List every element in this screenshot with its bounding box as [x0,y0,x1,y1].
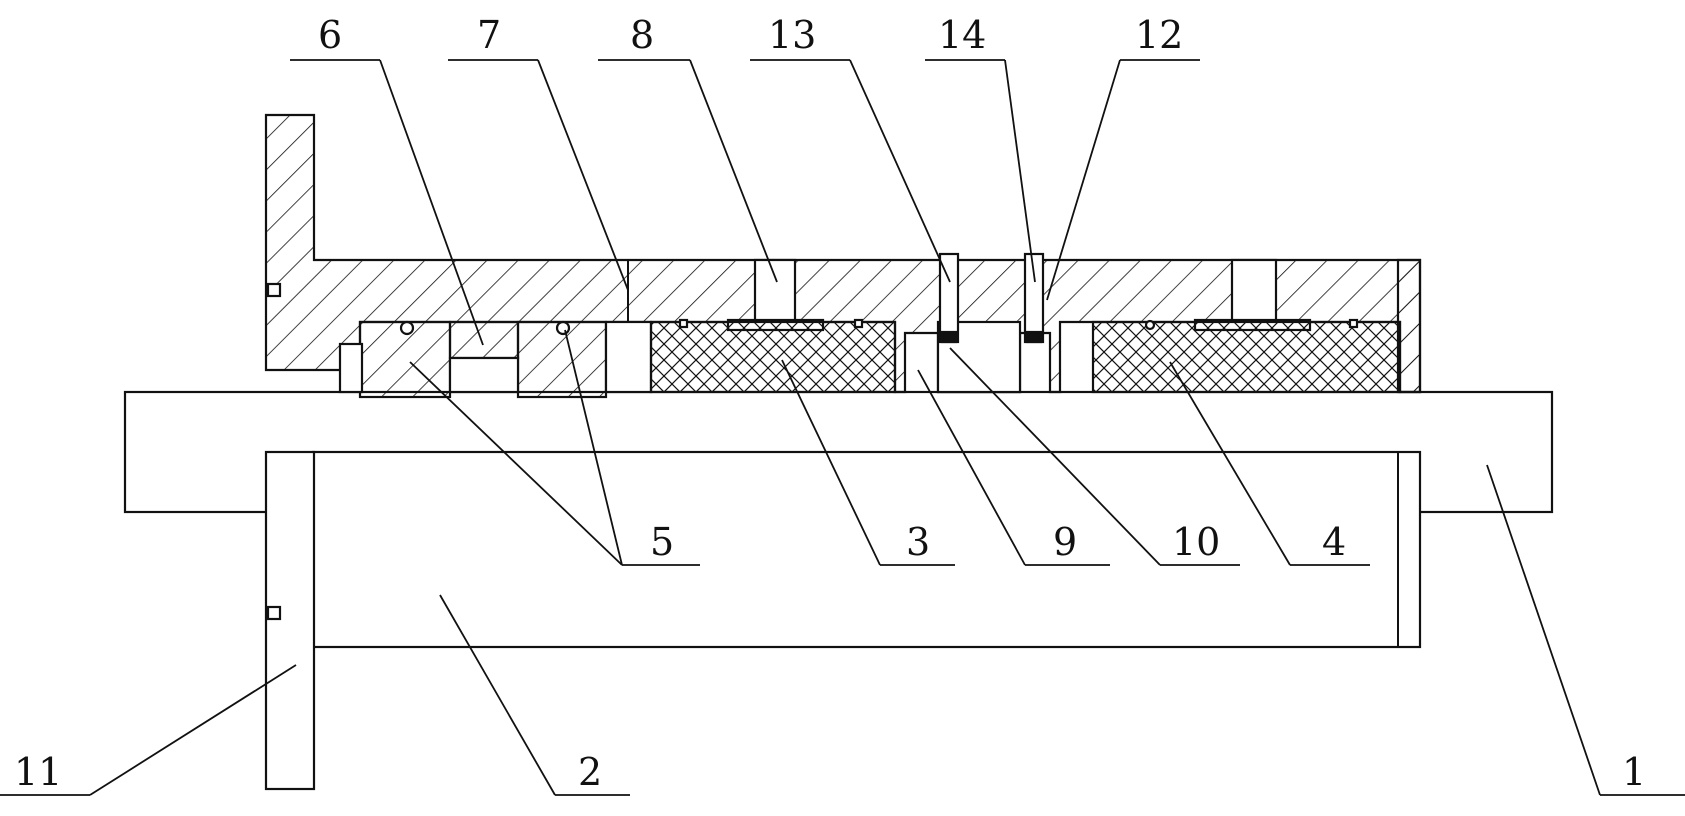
callout-5: 5 [650,520,674,564]
port-8 [755,260,795,322]
left-bracket [266,452,314,789]
callout-6: 6 [318,13,342,57]
bracket-hole [268,607,280,619]
callout-10: 10 [1172,520,1220,564]
callout-4: 4 [1322,520,1346,564]
callout-11: 11 [14,750,62,794]
housing-hole [268,284,280,296]
port-right [1232,260,1276,322]
callout-13: 13 [768,13,816,57]
callout-8: 8 [630,13,654,57]
insert-4 [1093,322,1400,392]
callout-2: 2 [578,750,602,794]
pin-14 [1025,254,1043,342]
lower-body [313,452,1420,647]
callout-14: 14 [938,13,986,57]
callout-3: 3 [906,520,930,564]
insert-3 [651,322,895,392]
callout-12: 12 [1135,13,1183,57]
callout-7: 7 [477,13,501,57]
callout-1: 1 [1622,750,1646,794]
callout-9: 9 [1053,520,1077,564]
